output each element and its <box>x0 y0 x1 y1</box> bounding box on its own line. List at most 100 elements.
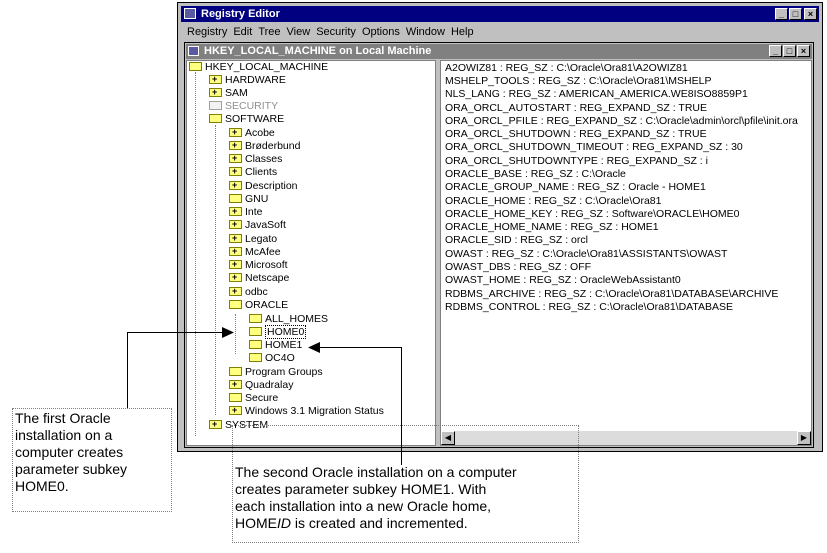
menu-bar: Registry Edit Tree View Security Options Windo… <box>181 24 819 40</box>
value-row[interactable]: OWAST_DBS : REG_SZ : OFF <box>445 261 592 273</box>
tree-node-all-homes[interactable]: ALL_HOMES <box>249 313 328 326</box>
value-row[interactable]: ORA_ORCL_AUTOSTART : REG_EXPAND_SZ : TRU… <box>445 102 707 114</box>
value-row[interactable]: ORA_ORCL_SHUTDOWN : REG_EXPAND_SZ : TRUE <box>445 128 707 140</box>
registry-hive-icon <box>188 46 199 56</box>
child-maximize-button[interactable]: □ <box>783 45 796 57</box>
value-row[interactable]: ORA_ORCL_SHUTDOWNTYPE : REG_EXPAND_SZ : … <box>445 155 708 167</box>
value-row[interactable]: RDBMS_CONTROL : REG_SZ : C:\Oracle\Ora81… <box>445 301 734 313</box>
child-title-bar[interactable]: HKEY_LOCAL_MACHINE on Local Machine _ □ … <box>186 44 812 59</box>
value-row[interactable]: ORACLE_SID : REG_SZ : orcl <box>445 234 588 246</box>
open-folder-icon <box>209 114 222 123</box>
folder-plus-icon[interactable]: + <box>229 259 242 269</box>
tree-node-classes[interactable]: +Classes <box>229 153 282 166</box>
close-button[interactable]: × <box>804 8 817 20</box>
tree-node-clients[interactable]: +Clients <box>229 166 277 179</box>
tree-node-security[interactable]: SECURITY <box>209 100 278 113</box>
folder-plus-icon[interactable]: + <box>229 272 242 282</box>
horizontal-scrollbar[interactable]: ◀ ▶ <box>441 431 811 445</box>
tree-node-quadralay[interactable]: +Quadralay <box>229 379 293 392</box>
registry-editor-window: Registry Editor _ □ × Registry Edit Tree Vi… <box>177 2 823 452</box>
menu-edit[interactable]: Edit <box>233 26 253 38</box>
tree-node-broderbund[interactable]: +Brøderbund <box>229 140 300 153</box>
value-row[interactable]: ORACLE_HOME : REG_SZ : C:\Oracle\Ora81 <box>445 195 662 207</box>
value-row[interactable]: OWAST : REG_SZ : C:\Oracle\Ora81\ASSISTA… <box>445 248 728 260</box>
minimize-button[interactable]: _ <box>775 8 788 20</box>
tree-node-mcafee[interactable]: +McAfee <box>229 246 281 259</box>
child-close-button[interactable]: × <box>797 45 810 57</box>
menu-tree[interactable]: Tree <box>258 26 281 38</box>
tree-node-description[interactable]: +Description <box>229 180 298 193</box>
arrow-line-second <box>401 347 402 465</box>
tree-node-gnu[interactable]: GNU <box>229 193 268 206</box>
folder-plus-icon[interactable]: + <box>229 379 242 389</box>
menu-security[interactable]: Security <box>316 26 356 38</box>
folder-plus-icon[interactable]: + <box>209 419 222 429</box>
value-row[interactable]: ORA_ORCL_SHUTDOWN_TIMEOUT : REG_EXPAND_S… <box>445 141 743 153</box>
folder-plus-icon[interactable]: + <box>229 166 242 176</box>
value-row[interactable]: A2OWIZ81 : REG_SZ : C:\Oracle\Ora81\A2OW… <box>445 62 688 74</box>
tree-node-intel[interactable]: +Inte <box>229 206 263 219</box>
tree-node-sam[interactable]: +SAM <box>209 87 248 100</box>
key-tree-pane[interactable]: HKEY_LOCAL_MACHINE +HARDWARE +SAM SECURI… <box>186 60 436 446</box>
child-minimize-button[interactable]: _ <box>769 45 782 57</box>
folder-plus-icon[interactable]: + <box>229 153 242 163</box>
tree-node-oracle[interactable]: ORACLE <box>229 299 288 312</box>
tree-node-secure[interactable]: Secure <box>229 392 278 405</box>
value-row[interactable]: ORACLE_HOME_NAME : REG_SZ : HOME1 <box>445 221 659 233</box>
folder-plus-icon[interactable]: + <box>229 206 242 216</box>
value-row[interactable]: ORACLE_BASE : REG_SZ : C:\Oracle <box>445 168 626 180</box>
folder-icon <box>209 101 222 110</box>
folder-plus-icon[interactable]: + <box>229 405 242 415</box>
tree-node-hardware[interactable]: +HARDWARE <box>209 74 286 87</box>
pane-splitter[interactable] <box>436 60 440 446</box>
value-row[interactable]: ORACLE_HOME_KEY : REG_SZ : Software\ORAC… <box>445 208 740 220</box>
arrow-line-first <box>127 332 128 408</box>
tree-node-odbc[interactable]: +odbc <box>229 286 268 299</box>
tree-node-home1[interactable]: HOME1 <box>249 339 302 352</box>
tree-node-oc4o[interactable]: OC4O <box>249 352 295 365</box>
value-row[interactable]: ORA_ORCL_PFILE : REG_EXPAND_SZ : C:\Orac… <box>445 115 798 127</box>
registry-editor-app-icon <box>184 8 196 19</box>
folder-plus-icon[interactable]: + <box>229 180 242 190</box>
menu-registry[interactable]: Registry <box>187 26 228 38</box>
tree-node-microsoft[interactable]: +Microsoft <box>229 259 288 272</box>
scroll-left-arrow-icon[interactable]: ◀ <box>441 431 455 445</box>
child-window-title: HKEY_LOCAL_MACHINE on Local Machine <box>204 45 432 57</box>
value-row[interactable]: NLS_LANG : REG_SZ : AMERICAN_AMERICA.WE8… <box>445 88 748 100</box>
tree-node-windows-migration[interactable]: +Windows 3.1 Migration Status <box>229 405 384 418</box>
value-row[interactable]: MSHELP_TOOLS : REG_SZ : C:\Oracle\Ora81\… <box>445 75 712 87</box>
tree-node-netscape[interactable]: +Netscape <box>229 272 289 285</box>
folder-icon <box>249 340 262 349</box>
scroll-right-arrow-icon[interactable]: ▶ <box>797 431 811 445</box>
menu-help[interactable]: Help <box>450 26 474 38</box>
folder-plus-icon[interactable]: + <box>209 74 222 84</box>
tree-node-hklm[interactable]: HKEY_LOCAL_MACHINE <box>189 61 328 74</box>
menu-options[interactable]: Options <box>361 26 400 38</box>
folder-plus-icon[interactable]: + <box>229 233 242 243</box>
tree-node-javasoft[interactable]: +JavaSoft <box>229 219 286 232</box>
value-row[interactable]: ORACLE_GROUP_NAME : REG_SZ : Oracle - HO… <box>445 181 706 193</box>
title-bar[interactable]: Registry Editor _ □ × <box>181 6 819 22</box>
folder-plus-icon[interactable]: + <box>229 286 242 296</box>
folder-plus-icon[interactable]: + <box>229 127 242 137</box>
tree-connector <box>235 314 236 354</box>
tree-node-legato[interactable]: +Legato <box>229 233 277 246</box>
tree-node-home0[interactable]: HOME0 <box>249 325 307 339</box>
folder-plus-icon[interactable]: + <box>229 140 242 150</box>
annotation-second-install: The second Oracle installation on a comp… <box>232 425 579 543</box>
menu-window[interactable]: Window <box>405 26 445 38</box>
maximize-button[interactable]: □ <box>789 8 802 20</box>
folder-plus-icon[interactable]: + <box>209 87 222 97</box>
menu-view[interactable]: View <box>286 26 311 38</box>
tree-node-adobe[interactable]: +Acobe <box>229 127 275 140</box>
value-row[interactable]: RDBMS_ARCHIVE : REG_SZ : C:\Oracle\Ora81… <box>445 288 779 300</box>
tree-node-program-groups[interactable]: Program Groups <box>229 366 323 379</box>
open-folder-icon <box>249 327 262 336</box>
folder-plus-icon[interactable]: + <box>229 246 242 256</box>
tree-node-software[interactable]: SOFTWARE <box>209 113 284 126</box>
folder-icon <box>229 393 242 402</box>
value-list-pane[interactable]: A2OWIZ81 : REG_SZ : C:\Oracle\Ora81\A2OW… <box>440 60 812 446</box>
value-row[interactable]: OWAST_HOME : REG_SZ : OracleWebAssistant… <box>445 274 681 286</box>
folder-plus-icon[interactable]: + <box>229 219 242 229</box>
open-folder-icon <box>189 62 202 71</box>
